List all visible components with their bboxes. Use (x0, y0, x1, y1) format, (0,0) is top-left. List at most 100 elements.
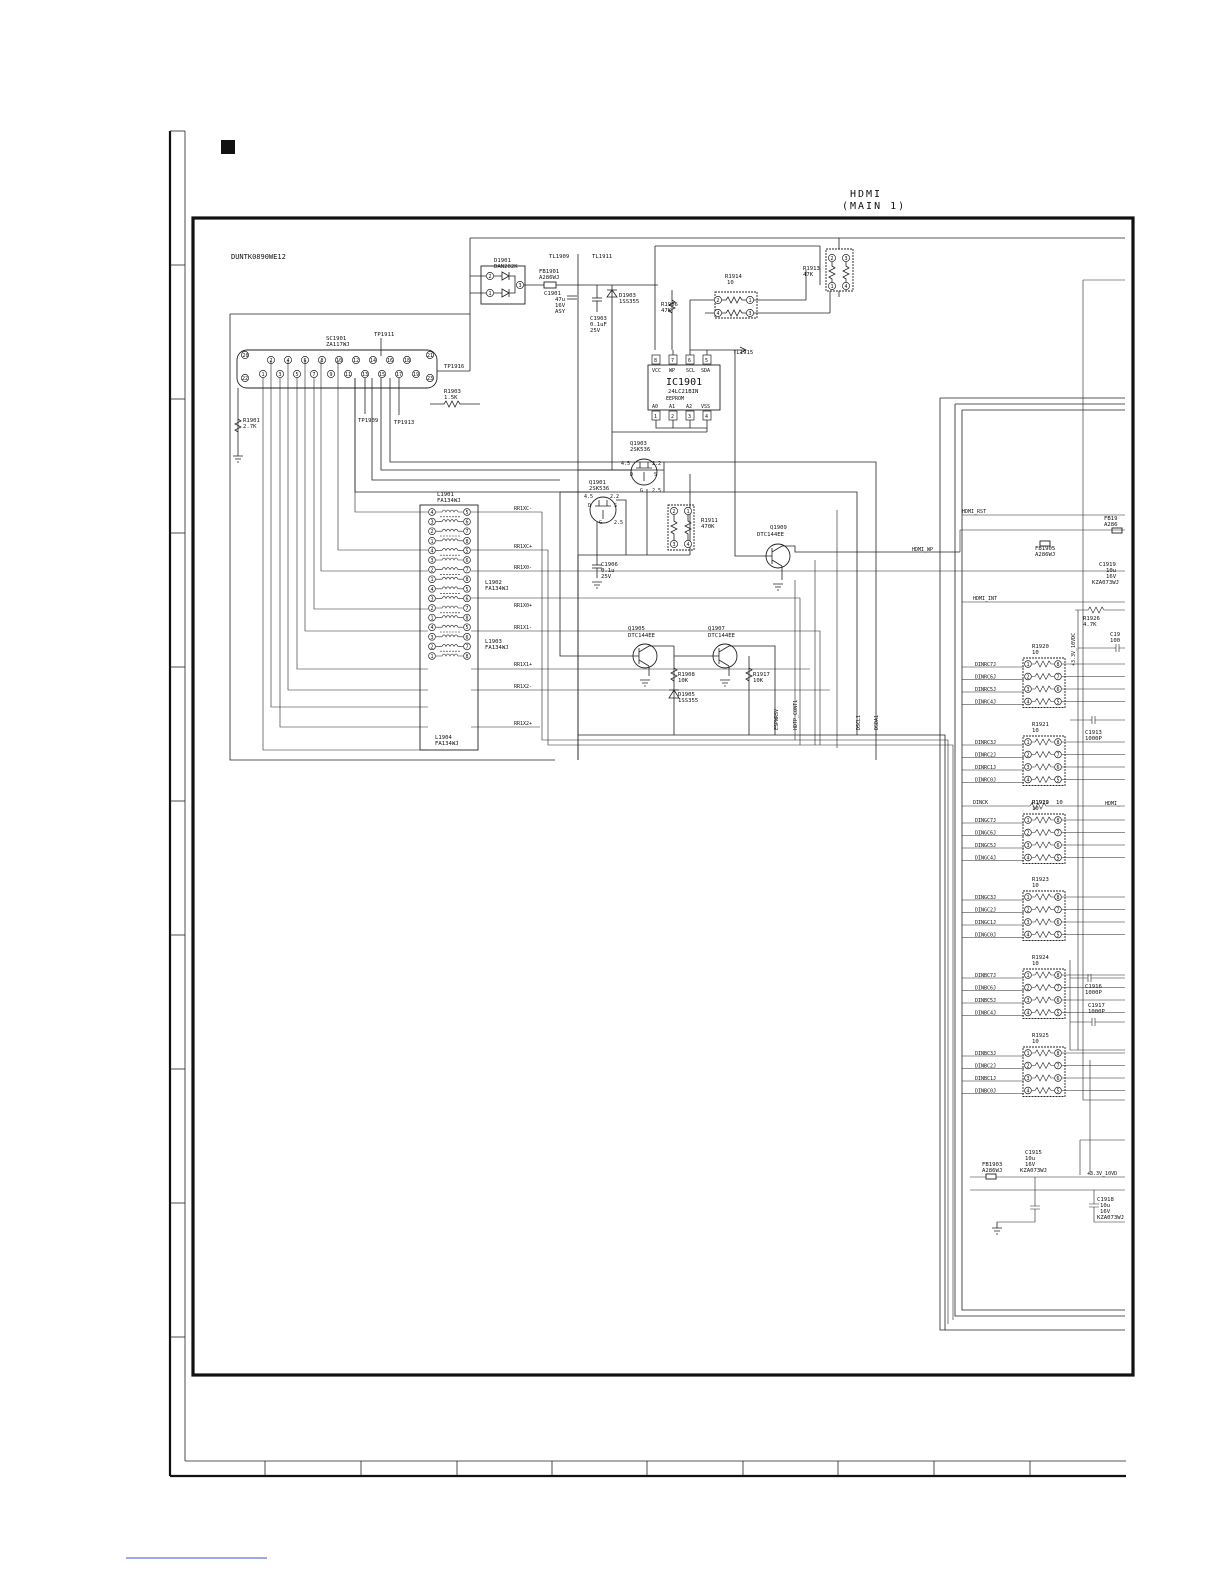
svg-text:R1926: R1926 (1083, 616, 1100, 622)
svg-text:1: 1 (431, 539, 434, 545)
svg-text:R1922: R1922 (1032, 800, 1049, 806)
svg-text:2: 2 (717, 298, 720, 304)
svg-text:R1920: R1920 (1032, 644, 1049, 650)
svg-text:8: 8 (654, 358, 657, 364)
svg-text:3: 3 (431, 558, 434, 564)
svg-text:1: 1 (749, 298, 752, 304)
svg-text:ZA117WJ: ZA117WJ (326, 342, 350, 348)
svg-text:6: 6 (1057, 843, 1060, 849)
svg-text:7: 7 (1057, 986, 1060, 992)
svg-text:3: 3 (688, 414, 691, 420)
svg-text:D1905: D1905 (678, 692, 695, 698)
svg-text:TP1911: TP1911 (374, 332, 394, 338)
svg-text:3: 3 (845, 256, 848, 262)
section-marker-square (221, 140, 235, 154)
svg-text:R1906: R1906 (661, 302, 678, 308)
svg-text:7: 7 (1057, 675, 1060, 681)
svg-text:EEPROM: EEPROM (666, 396, 684, 402)
svg-text:KZA073WJ: KZA073WJ (1092, 580, 1119, 586)
svg-text:DINBC0J: DINBC0J (975, 1089, 996, 1095)
svg-text:VSS: VSS (701, 404, 710, 410)
svg-text:C1906: C1906 (601, 562, 618, 568)
svg-text:4: 4 (1027, 856, 1030, 862)
svg-text:2.5: 2.5 (614, 520, 623, 526)
svg-text:7: 7 (1057, 831, 1060, 837)
svg-text:KZA073WJ: KZA073WJ (1020, 1168, 1047, 1174)
svg-text:6: 6 (1057, 920, 1060, 926)
connector-top-pins: 20 2 4 6 8 10 12 14 16 18 21 (241, 351, 434, 364)
svg-text:5: 5 (1057, 778, 1060, 784)
svg-text:8: 8 (1057, 662, 1060, 668)
svg-text:A1: A1 (669, 404, 675, 410)
svg-text:DAN202K: DAN202K (494, 264, 518, 270)
svg-text:47K: 47K (803, 272, 814, 278)
svg-text:4.5: 4.5 (584, 494, 593, 500)
svg-text:470K: 470K (701, 524, 715, 530)
svg-text:RR1X1-: RR1X1- (514, 625, 532, 631)
r1911-array: 2 1 3 4 R1911 470K (667, 504, 718, 551)
svg-text:2: 2 (1027, 908, 1030, 914)
r1901: R1901 2.7K (233, 388, 260, 463)
svg-text:2: 2 (431, 568, 434, 574)
svg-text:5: 5 (1057, 700, 1060, 706)
svg-text:10: 10 (1032, 806, 1039, 812)
svg-text:20: 20 (243, 353, 249, 359)
svg-text:D1903: D1903 (619, 293, 636, 299)
svg-text:DINRC2J: DINRC2J (975, 753, 996, 759)
svg-text:5: 5 (1057, 856, 1060, 862)
svg-text:10K: 10K (753, 678, 764, 684)
svg-text:6: 6 (466, 635, 469, 641)
svg-text:DINBC2J: DINBC2J (975, 1064, 996, 1070)
svg-text:11: 11 (345, 372, 351, 378)
svg-text:1SS355: 1SS355 (619, 299, 639, 305)
svg-text:DINRC7J: DINRC7J (975, 662, 996, 668)
svg-text:3: 3 (1027, 920, 1030, 926)
svg-text:2: 2 (431, 606, 434, 612)
svg-text:FA134WJ: FA134WJ (437, 498, 461, 504)
svg-text:1000P: 1000P (1085, 736, 1102, 742)
svg-text:3: 3 (1027, 687, 1030, 693)
svg-text:5: 5 (705, 358, 708, 364)
svg-text:DINRC5J: DINRC5J (975, 687, 996, 693)
ic1901-top-pins: 8 7 6 5 (651, 354, 712, 365)
svg-text:DINRC3J: DINRC3J (975, 740, 996, 746)
svg-text:FB1905: FB1905 (1035, 546, 1055, 552)
svg-text:16V: 16V (1106, 574, 1117, 580)
svg-text:ASY: ASY (555, 309, 566, 315)
page-title-line2: (MAIN 1) (842, 201, 906, 212)
q1907-transistor: Q1907 DTC144EE (708, 626, 776, 735)
svg-text:A286: A286 (1104, 522, 1117, 528)
d1901-diode-pair: D1901 DAN202K 2 1 3 (480, 258, 544, 305)
svg-text:2: 2 (671, 414, 674, 420)
svg-text:5: 5 (466, 510, 469, 516)
svg-text:2: 2 (1027, 986, 1030, 992)
svg-text:10: 10 (1032, 961, 1039, 967)
svg-text:16V: 16V (555, 303, 566, 309)
svg-text:10: 10 (1032, 728, 1039, 734)
svg-text:10: 10 (1032, 650, 1039, 656)
svg-text:1: 1 (431, 616, 434, 622)
svg-text:Q1905: Q1905 (628, 626, 645, 632)
svg-text:RR1XC+: RR1XC+ (514, 544, 532, 550)
svg-text:5: 5 (466, 587, 469, 593)
svg-text:SC1901: SC1901 (326, 336, 346, 342)
svg-text:1: 1 (1027, 740, 1030, 746)
svg-text:15: 15 (379, 372, 385, 378)
svg-text:10: 10 (727, 280, 734, 286)
svg-text:0.1uF: 0.1uF (590, 322, 607, 328)
svg-text:Q1903: Q1903 (630, 441, 647, 447)
svg-text:10: 10 (1032, 883, 1039, 889)
svg-text:C1917: C1917 (1088, 1003, 1105, 1009)
svg-text:10: 10 (336, 358, 342, 364)
svg-text:DINRC0J: DINRC0J (975, 778, 996, 784)
svg-text:5: 5 (1057, 1089, 1060, 1095)
svg-text:5: 5 (466, 625, 469, 631)
svg-text:FB19: FB19 (1104, 516, 1117, 522)
svg-text:S: S (654, 472, 657, 478)
svg-text:7: 7 (671, 358, 674, 364)
row-ticks (170, 264, 185, 1338)
ic1901-eeprom: 8 7 6 5 VCC WP SCL SDA IC1901 24LC21BIN … (612, 300, 747, 433)
